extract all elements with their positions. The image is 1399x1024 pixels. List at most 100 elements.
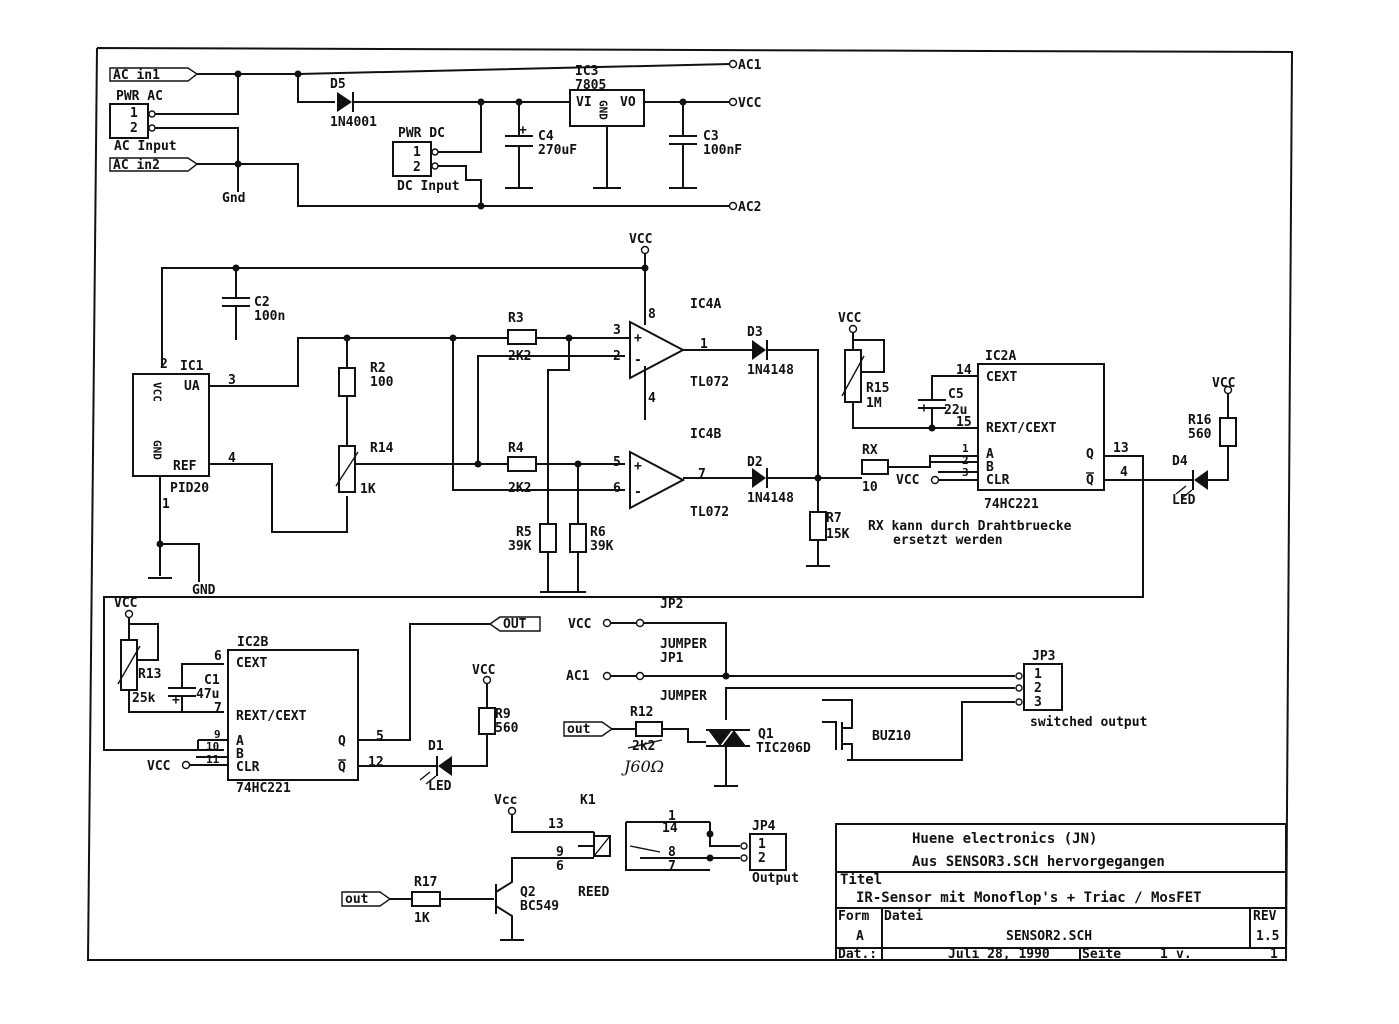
svg-text:6: 6	[556, 859, 564, 874]
pwr-ac-connector	[109, 103, 149, 139]
r2-value: 100	[370, 375, 394, 390]
of-label: v.	[1176, 947, 1192, 962]
svg-text:A: A	[986, 447, 994, 462]
c2-value: 100n	[254, 309, 285, 324]
output-section: JP2 VCC JUMPER JP1 AC1 JUMPER JP3 1 2 3 …	[341, 597, 1147, 941]
svg-text:+: +	[634, 331, 642, 346]
svg-text:VCC: VCC	[151, 382, 164, 402]
dc-input-label: DC Input	[397, 179, 460, 194]
svg-text:1: 1	[758, 837, 766, 852]
svg-text:5: 5	[613, 455, 621, 470]
svg-text:Q: Q	[1086, 473, 1094, 488]
r9-label: R9	[495, 707, 511, 722]
opamp-ic4a	[629, 320, 686, 380]
r2-label: R2	[370, 361, 386, 376]
svg-text:1: 1	[130, 106, 138, 121]
r4-label: R4	[508, 441, 524, 456]
d5-diode	[337, 92, 352, 112]
svg-text:10: 10	[206, 740, 219, 753]
title-block: Huene electronics (JN) Aus SENSOR3.SCH h…	[835, 823, 1287, 962]
r17-resistor	[411, 891, 441, 907]
vcc-label-r9: VCC	[472, 663, 495, 678]
r12-resistor	[635, 721, 663, 737]
q2-type: BC549	[520, 899, 559, 914]
r7-resistor	[809, 511, 827, 541]
svg-text:B: B	[986, 460, 994, 475]
titel-label: Titel	[840, 872, 882, 888]
d4-label: D4	[1172, 454, 1188, 469]
ic4a-label: IC4A	[690, 297, 721, 312]
out-flag	[488, 616, 541, 632]
svg-text:6: 6	[214, 649, 222, 664]
vcc-label-r13: VCC	[114, 596, 137, 611]
svg-text:-: -	[634, 353, 642, 368]
svg-text:GND: GND	[597, 100, 610, 120]
svg-text:8: 8	[668, 845, 676, 860]
svg-text:12: 12	[368, 755, 384, 770]
svg-text:6: 6	[613, 481, 621, 496]
svg-text:2: 2	[758, 851, 766, 866]
ic4b-type: TL072	[690, 505, 729, 520]
r6-value: 39K	[590, 539, 614, 554]
ac1-label-jp1: AC1	[566, 669, 590, 684]
vcc-label-r15: VCC	[838, 311, 861, 326]
c4-label: C4	[538, 129, 554, 144]
pwr-dc-connector	[392, 141, 432, 177]
jp4-label: JP4	[752, 819, 776, 834]
opamp-ic4b	[629, 450, 686, 510]
ac-in1-label: AC in1	[113, 68, 160, 83]
date-value: Juli 28, 1990	[948, 947, 1050, 962]
svg-text:UA: UA	[184, 379, 200, 394]
svg-text:2: 2	[160, 357, 168, 372]
r13-label: R13	[138, 667, 161, 682]
q1-label: Q1	[758, 727, 774, 742]
d5-label: D5	[330, 77, 346, 92]
r13-value: 25k	[132, 691, 156, 706]
reed-label: REED	[578, 885, 609, 900]
vcc-label-r16: VCC	[1212, 376, 1235, 391]
d3-label: D3	[747, 325, 763, 340]
r6-label: R6	[590, 525, 606, 540]
d1-led	[438, 756, 452, 776]
ic2b-74hc221	[227, 649, 359, 781]
svg-text:2: 2	[130, 121, 138, 136]
r16-resistor	[1219, 417, 1237, 447]
c3-label: C3	[703, 129, 719, 144]
svg-text:3: 3	[228, 373, 236, 388]
r7-value: 15K	[826, 527, 850, 542]
svg-text:+: +	[172, 693, 180, 708]
jp3-connector	[1023, 663, 1063, 711]
r7-label: R7	[826, 511, 842, 526]
r17-value: 1K	[414, 911, 430, 926]
r14-value: 1K	[360, 482, 376, 497]
svg-text:CEXT: CEXT	[986, 370, 1017, 385]
svg-text:13: 13	[1113, 441, 1129, 456]
svg-text:9: 9	[214, 728, 221, 741]
k1-label: K1	[580, 793, 596, 808]
svg-text:1: 1	[700, 337, 708, 352]
regulator-7805	[569, 89, 645, 127]
ic3-label: IC3	[575, 64, 598, 79]
svg-text:CLR: CLR	[236, 760, 260, 775]
r14-label: R14	[370, 441, 394, 456]
r5-resistor	[539, 523, 557, 553]
c5-label: C5	[948, 387, 964, 402]
d5-type: 1N4001	[330, 115, 377, 130]
ic2a-label: IC2A	[985, 349, 1016, 364]
buz10-label: BUZ10	[872, 729, 911, 744]
r15-value: 1M	[866, 396, 882, 411]
r3-label: R3	[508, 311, 524, 326]
company-name: Huene electronics (JN)	[912, 831, 1097, 847]
d2-diode	[752, 468, 766, 488]
rev-label: REV	[1253, 909, 1277, 924]
c1-label: C1	[204, 673, 220, 688]
triac-q1	[708, 730, 732, 746]
out-label: OUT	[503, 617, 527, 632]
q1-type: TIC206D	[756, 741, 811, 756]
svg-text:REF: REF	[173, 459, 197, 474]
svg-text:1: 1	[162, 497, 170, 512]
c3-value: 100nF	[703, 143, 742, 158]
jp1-label: JP1	[660, 651, 684, 666]
svg-text:1: 1	[668, 809, 676, 824]
svg-text:5: 5	[376, 729, 384, 744]
